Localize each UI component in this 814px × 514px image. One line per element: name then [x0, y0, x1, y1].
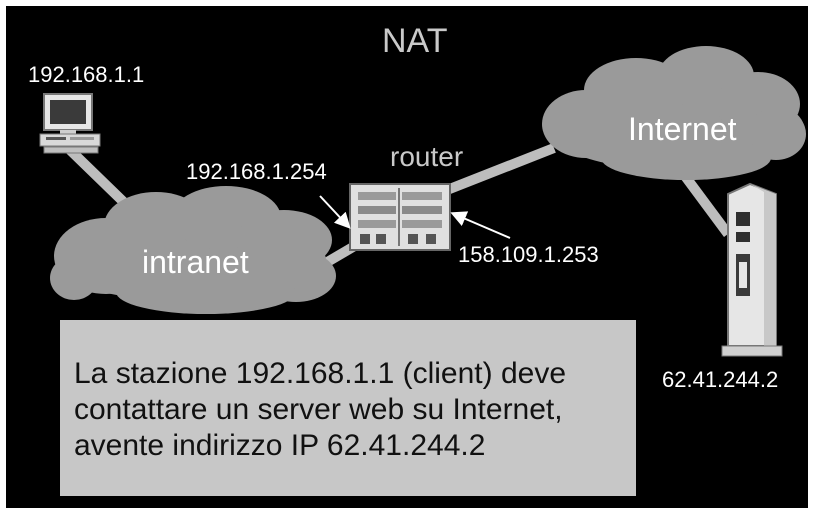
server-tower-icon	[721, 182, 783, 357]
server-ip-label: 62.41.244.2	[662, 367, 779, 392]
internet-cloud	[542, 46, 806, 180]
arrow-external-ip	[450, 211, 511, 239]
diagram-title: NAT	[382, 22, 448, 60]
network-diagram	[39, 46, 806, 357]
arrow-internal-ip	[319, 195, 351, 229]
desktop-computer-icon	[39, 93, 101, 154]
router-rack-icon	[349, 183, 451, 251]
intranet-cloud	[50, 186, 336, 314]
diagram-board: NAT 192.168.1.1 192.168.1.254 router 158…	[6, 6, 808, 508]
description-line-1: La stazione 192.168.1.1 (client) deve	[74, 357, 566, 390]
description-line-3: avente indirizzo IP 62.41.244.2	[74, 429, 486, 462]
router-external-ip-label: 158.109.1.253	[458, 242, 599, 267]
client-ip-label: 192.168.1.1	[28, 62, 145, 87]
link-router-internet	[440, 143, 556, 197]
internet-label: Internet	[628, 111, 737, 147]
description-box: La stazione 192.168.1.1 (client) deve co…	[60, 320, 636, 496]
router-label: router	[390, 141, 464, 172]
router-internal-ip-label: 192.168.1.254	[186, 159, 327, 184]
description-line-2: contattare un server web su Internet,	[74, 393, 563, 426]
link-internet-server	[677, 169, 733, 237]
intranet-label: intranet	[142, 244, 249, 280]
